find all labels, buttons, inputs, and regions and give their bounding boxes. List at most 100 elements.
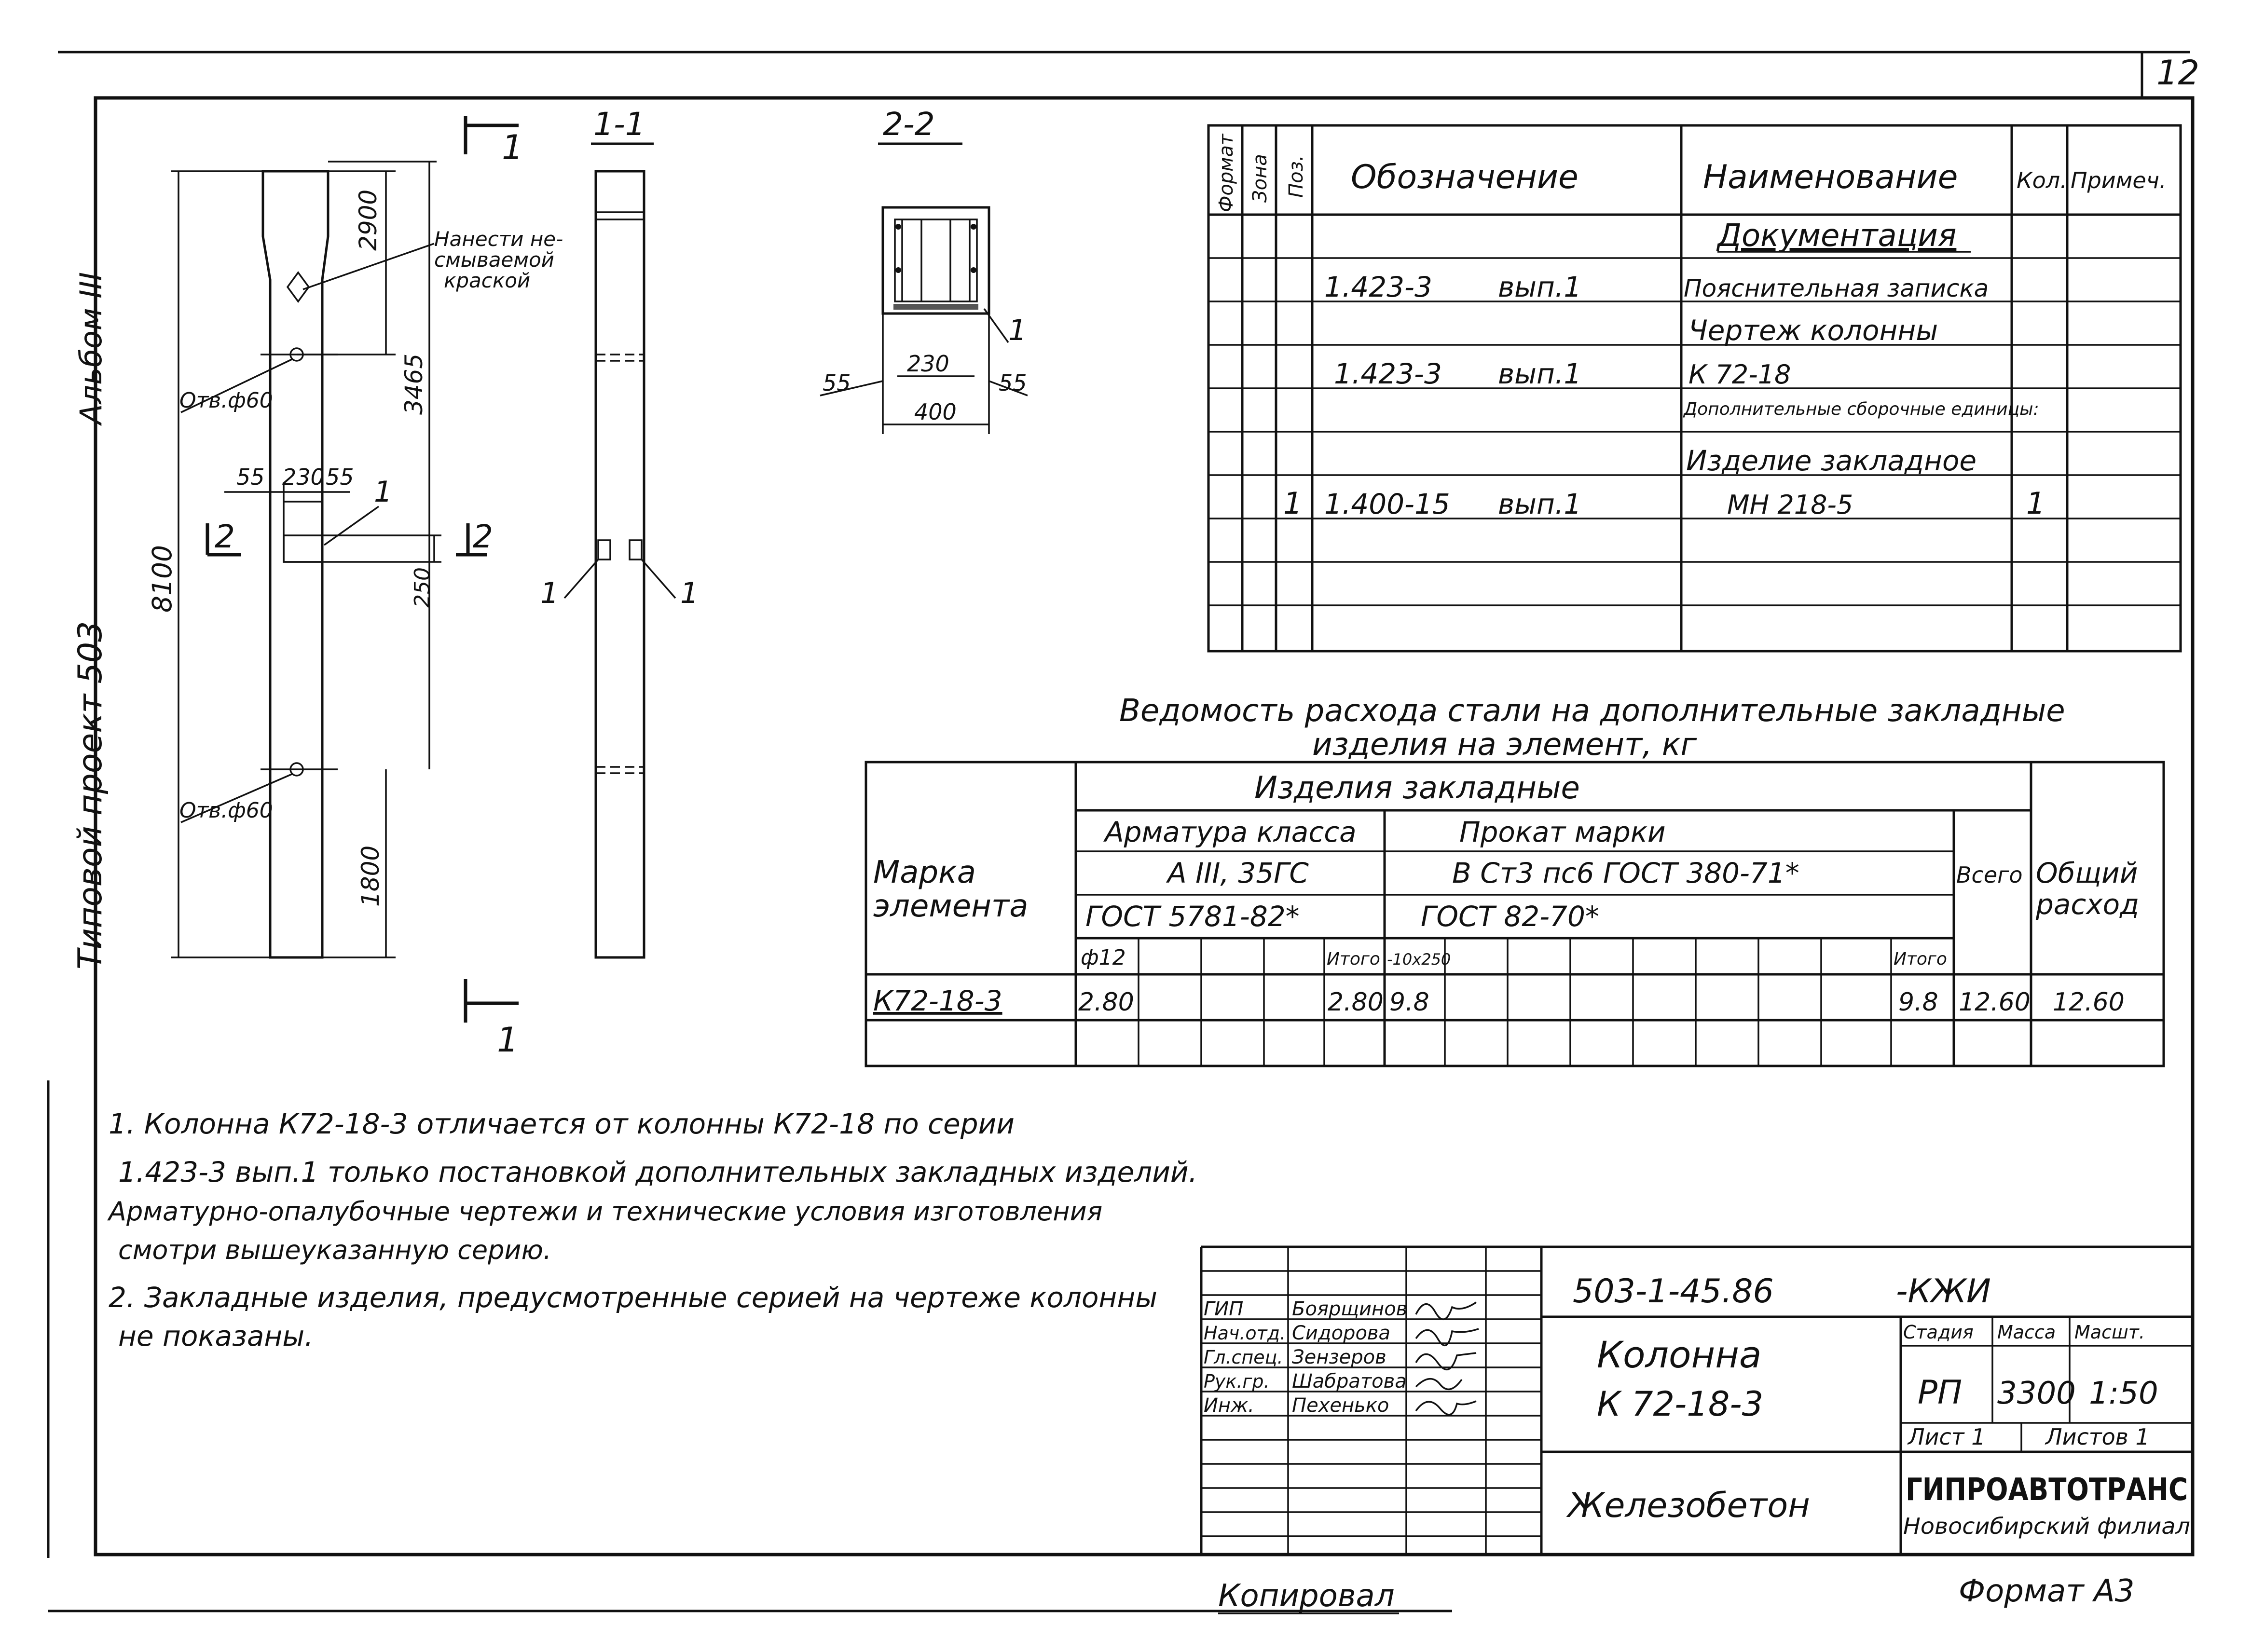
mass-value: 3300: [1997, 1376, 2076, 1411]
steel-row-mark: К72-18-3: [873, 984, 1002, 1017]
section-2-2: 2-2 1 230 400 55 55: [820, 106, 1028, 434]
dim-left-gap: 55: [236, 464, 265, 490]
scale-header: Масшт.: [2074, 1322, 2145, 1343]
dim-right-gap: 55: [326, 464, 354, 490]
staff-name-5: Пехенько: [1292, 1394, 1389, 1417]
spec-row-1-issue: вып.1: [1498, 271, 1581, 303]
sheet-label: Лист 1: [1907, 1424, 1985, 1450]
side-label-album: Альбом III: [73, 272, 109, 426]
section-1-1: 1-1 1 1: [540, 106, 699, 959]
item-label-elevation: 1: [374, 475, 392, 509]
signature-3: [1415, 1352, 1477, 1371]
staff-role-3: Гл.спец.: [1204, 1347, 1283, 1368]
note-line-2: 1.423-3 вып.1 только постановкой дополни…: [118, 1156, 1197, 1188]
org-name: ГИПРОАВТОТРАНС: [1906, 1472, 2188, 1508]
steel-sub-10x250: -10х250: [1387, 950, 1451, 969]
spec-row-3-name: К 72-18: [1688, 359, 1791, 390]
staff-role-4: Рук.гр.: [1204, 1371, 1270, 1392]
spec-row-5-name: Изделие закладное: [1686, 444, 1976, 477]
hole-label-bottom: Отв.ф60: [179, 798, 273, 823]
staff-name-2: Сидорова: [1292, 1322, 1390, 1344]
spec-header-format: Формат: [1215, 133, 1237, 212]
staff-name-3: Зензеров: [1292, 1346, 1386, 1368]
steel-rebar-grade: А III, 35ГС: [1166, 857, 1309, 889]
spec-row-3-issue: вып.1: [1498, 357, 1581, 390]
note-line-6: не показаны.: [118, 1320, 314, 1352]
stage-header: Стадия: [1903, 1322, 1974, 1343]
dim-opening: 250: [410, 567, 435, 608]
dim-2-2-right: 55: [999, 370, 1027, 396]
column-elevation: [261, 170, 338, 959]
note-line-5: 2. Закладные изделия, предусмотренные се…: [109, 1281, 1157, 1314]
steel-table: Ведомость расхода стали на дополнительны…: [865, 693, 2165, 1067]
staff-role-2: Нач.отд.: [1204, 1323, 1286, 1344]
scale-value: 1:50: [2089, 1376, 2158, 1411]
steel-rolled-brand: Прокат марки: [1459, 816, 1666, 848]
staff-role-1: ГИП: [1204, 1298, 1243, 1320]
steel-title-1: Ведомость расхода стали на дополнительны…: [1119, 693, 2065, 729]
dim-top: 2900: [354, 190, 382, 251]
dim-2-2-left: 55: [823, 370, 851, 396]
cut-label-2-right: 2: [473, 518, 493, 555]
spec-row-4-name: Дополнительные сборочные единицы:: [1683, 399, 2039, 419]
spec-row-1-name: Пояснительная записка: [1684, 274, 1989, 302]
steel-title-2: изделия на элемент, кг: [1312, 727, 1697, 763]
spec-header-name: Наименование: [1703, 158, 1958, 196]
steel-col-overall-1: Общий: [2036, 857, 2138, 889]
doc-code: 503-1-45.86: [1573, 1272, 1774, 1311]
steel-col-overall-2: расход: [2035, 888, 2139, 921]
notes: 1. Колонна К72-18-3 отличается от колонн…: [107, 1107, 1197, 1352]
steel-row-itogo: 2.80: [1328, 988, 1384, 1017]
spec-header-zone: Зона: [1249, 154, 1271, 203]
note-paint-1: Нанести не-: [434, 227, 563, 251]
steel-rolled-gost: ГОСТ 82-70*: [1421, 900, 1599, 933]
doc-material: Железобетон: [1566, 1486, 1810, 1525]
elevation-dimensions: 8100 2900 3465 1800 250 55 230 55: [147, 161, 441, 958]
steel-group-header: Изделия закладные: [1254, 770, 1580, 806]
spec-row-6-issue: вып.1: [1498, 488, 1581, 520]
mass-header: Масса: [1997, 1322, 2056, 1343]
spec-row-2-name: Чертеж колонны: [1688, 314, 1938, 347]
dim-overall: 8100: [147, 545, 178, 613]
signature-2: [1415, 1328, 1479, 1347]
steel-col-total: Всего: [1956, 862, 2022, 888]
section-marker-1-top: 1: [502, 128, 523, 167]
steel-row-total: 12.60: [1959, 988, 2031, 1017]
section-2-2-title: 2-2: [883, 106, 935, 143]
steel-row-d12: 2.80: [1078, 988, 1134, 1017]
elevation-annotations: Нанести не- смываемой краской Отв.ф60 От…: [179, 116, 563, 1060]
steel-row-10x250: 9.8: [1389, 988, 1429, 1017]
spec-table: Формат Зона Поз. Обозначение Наименовани…: [1207, 124, 2182, 653]
stage-value: РП: [1918, 1374, 1962, 1412]
note-paint-2: смываемой: [434, 248, 554, 272]
doc-title-2: К 72-18-3: [1597, 1384, 1763, 1424]
dim-2-2-230: 230: [907, 351, 949, 377]
signature-1: [1415, 1301, 1477, 1321]
section-marker-1-bottom: 1: [497, 1020, 519, 1060]
steel-sub-itogo: Итого: [1327, 949, 1380, 969]
side-label-project: Типовой проект 503: [71, 621, 110, 969]
dim-width-230: 230: [282, 464, 325, 490]
spec-row-6-name: МН 218-5: [1727, 490, 1853, 520]
steel-mark-header-1: Марка: [873, 855, 976, 890]
spec-row-3-code: 1.423-3: [1334, 357, 1442, 390]
steel-row-overall: 12.60: [2053, 988, 2125, 1017]
steel-mark-header-2: элемента: [873, 888, 1028, 924]
signature-5: [1415, 1400, 1477, 1416]
dim-bottom: 1800: [357, 846, 384, 907]
doc-title-1: Колонна: [1597, 1333, 1761, 1376]
sheet-format: Формат А3: [1959, 1573, 2135, 1609]
dim-middle: 3465: [400, 354, 428, 415]
section-1-1-title: 1-1: [593, 106, 645, 143]
steel-row-itogo2: 9.8: [1898, 988, 1938, 1017]
spec-row-6-qty: 1: [2026, 486, 2045, 521]
spec-section-title: Документация: [1716, 218, 1956, 254]
item-label-1-1-right: 1: [680, 576, 699, 610]
sheet-number: 12: [2156, 53, 2199, 93]
org-branch: Новосибирский филиал: [1903, 1513, 2190, 1539]
staff-name-1: Боярщинов: [1292, 1298, 1407, 1320]
doc-suffix: -КЖИ: [1896, 1272, 1991, 1311]
title-block: ГИП Боярщинов Нач.отд. Сидорова Гл.спец.…: [1200, 1245, 2193, 1555]
spec-header-qty: Кол.: [2017, 167, 2067, 193]
